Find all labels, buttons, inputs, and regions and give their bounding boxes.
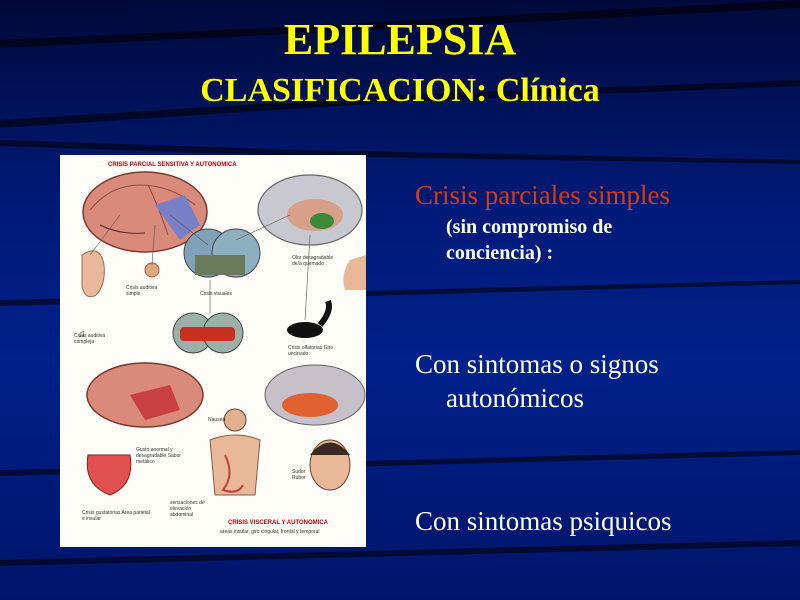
- label-gustatorias: Crisis gustatorias Area parietal e insul…: [82, 510, 150, 522]
- label-nausea: Nausea: [208, 417, 226, 423]
- tongue-icon: [86, 454, 132, 496]
- top-title-label: CRISIS PARCIAL SENSITIVA Y AUTONOMICA: [108, 162, 237, 168]
- epilepsy-illustration: ♫ CRISIS PARCIAL SENSITIVA Y AUTO: [60, 155, 366, 547]
- ear-icon: [81, 250, 105, 298]
- bullet-detail-consciousness: (sin compromiso de conciencia) :: [446, 216, 613, 264]
- nose-icon: [343, 255, 366, 290]
- cochlea-icon: [144, 262, 160, 278]
- brain-section-icon: [257, 174, 363, 246]
- slide-title: EPILEPSIA: [283, 15, 517, 64]
- bottom-title-label: CRISIS VISCERAL Y AUTONOMICA: [228, 520, 329, 526]
- visual-scene-icon: [183, 228, 261, 278]
- label-abdominal: sensaciones de elevación abdominal: [170, 500, 205, 518]
- label-visuales: Crisis visuales: [200, 291, 232, 297]
- music-note-icon: ♫: [78, 329, 86, 340]
- bottom-subtitle-label: areas insular, giro cingular, frontal y …: [220, 529, 320, 535]
- label-auditiva-compleja: Crisis auditiva compleja: [74, 333, 106, 345]
- label-gusto: Gusto anormal y desagradable Sabor metál…: [136, 447, 182, 465]
- brain-icon: [82, 171, 208, 253]
- connector-lines: [89, 214, 311, 321]
- bullet-autonomic: Con sintomas o signos autonómicos: [415, 347, 755, 415]
- label-olfatorias: Crisis olfatorias Giro uncinado: [288, 345, 334, 357]
- anatomy-drawing: ♫: [78, 171, 366, 496]
- brain-lower-section-icon: [264, 364, 366, 426]
- man-figure-icon: [209, 408, 261, 496]
- skunk-icon: [287, 299, 332, 338]
- slide-subtitle: CLASIFICACION: Clínica: [200, 72, 600, 109]
- bullet-heading-partial: Crisis parciales simples: [415, 180, 670, 210]
- face-icon: [309, 439, 351, 491]
- bullet-autonomic-line1: Con sintomas o signos: [415, 349, 659, 379]
- label-sudor: Sudor Rubor: [292, 469, 306, 481]
- brain-lower-icon: [86, 362, 204, 428]
- label-olor: Olor desagradable de/a quemado: [292, 255, 334, 267]
- bullet-psychic: Con sintomas psiquicos: [415, 506, 672, 536]
- car-scene-icon: [172, 312, 244, 354]
- bullet-autonomic-line2: autonómicos: [446, 383, 584, 413]
- label-auditiva-simple: Crisis auditiva simple: [126, 285, 158, 297]
